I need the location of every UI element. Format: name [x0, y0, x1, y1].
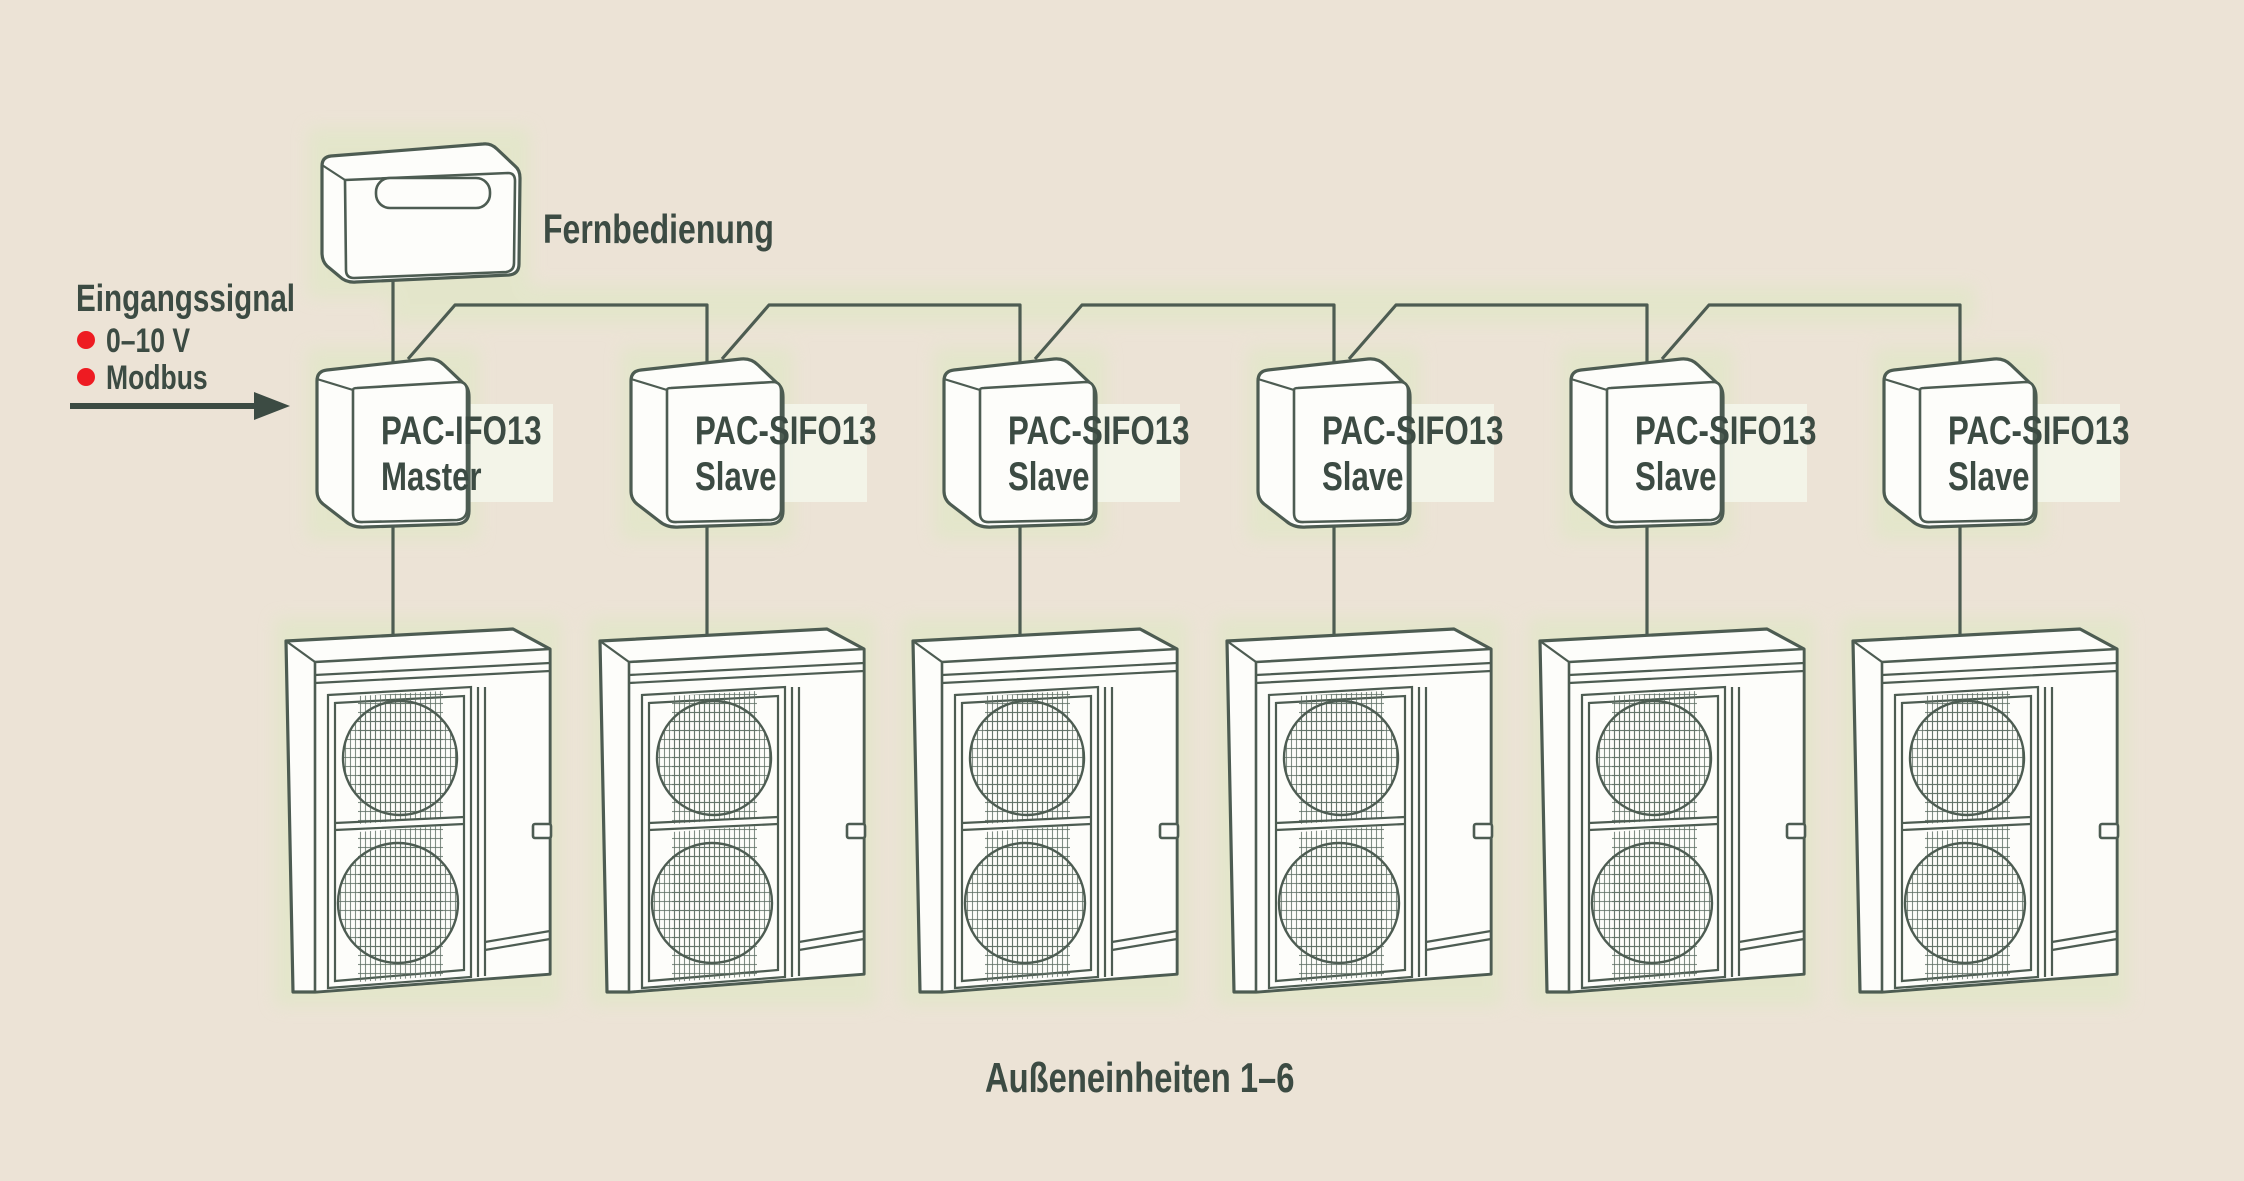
remote-control-icon [320, 142, 522, 284]
outdoor-unit-2 [598, 627, 867, 994]
controller-role: Slave [1008, 455, 1090, 499]
controller-model: PAC-SIFO13 [1322, 409, 1504, 453]
legend-bullet-icon [77, 368, 95, 386]
input-signal-arrow [70, 392, 290, 420]
controller-role: Slave [1322, 455, 1404, 499]
remote-label: Fernbedienung [543, 206, 774, 252]
controller-to-unit-lines [391, 522, 1962, 648]
controller-label-slave-4: PAC-SIFO13 Slave [1635, 408, 1816, 500]
controller-model: PAC-SIFO13 [1948, 409, 2130, 453]
legend-item-modbus: Modbus [106, 359, 208, 397]
controller-role: Slave [695, 455, 777, 499]
controller-label-slave-1: PAC-SIFO13 Slave [695, 408, 876, 500]
connection-lines [391, 278, 1962, 648]
controller-label-master: PAC-IFO13 Master [381, 408, 542, 500]
legend-item-voltage: 0–10 V [106, 322, 191, 360]
legend-bullet-icon [77, 331, 95, 349]
outdoor-units-label: Außeneinheiten 1–6 [985, 1054, 1295, 1101]
legend-title: Eingangssignal [76, 278, 296, 320]
controller-model: PAC-SIFO13 [1635, 409, 1817, 453]
controller-role: Master [381, 455, 482, 499]
controller-role: Slave [1635, 455, 1717, 499]
controller-model: PAC-IFO13 [381, 409, 542, 453]
outdoor-unit-5 [1538, 627, 1807, 994]
glow-layer [275, 128, 2128, 1006]
controller-label-slave-2: PAC-SIFO13 Slave [1008, 408, 1189, 500]
outdoor-unit-1 [284, 627, 553, 994]
controller-model: PAC-SIFO13 [695, 409, 877, 453]
bus-line [406, 303, 1962, 365]
outdoor-unit-3 [911, 627, 1180, 994]
outdoor-unit-4 [1225, 627, 1494, 994]
controller-label-slave-3: PAC-SIFO13 Slave [1322, 408, 1503, 500]
controller-label-slave-5: PAC-SIFO13 Slave [1948, 408, 2129, 500]
controller-role: Slave [1948, 455, 2030, 499]
controller-model: PAC-SIFO13 [1008, 409, 1190, 453]
outdoor-unit-6 [1851, 627, 2120, 994]
